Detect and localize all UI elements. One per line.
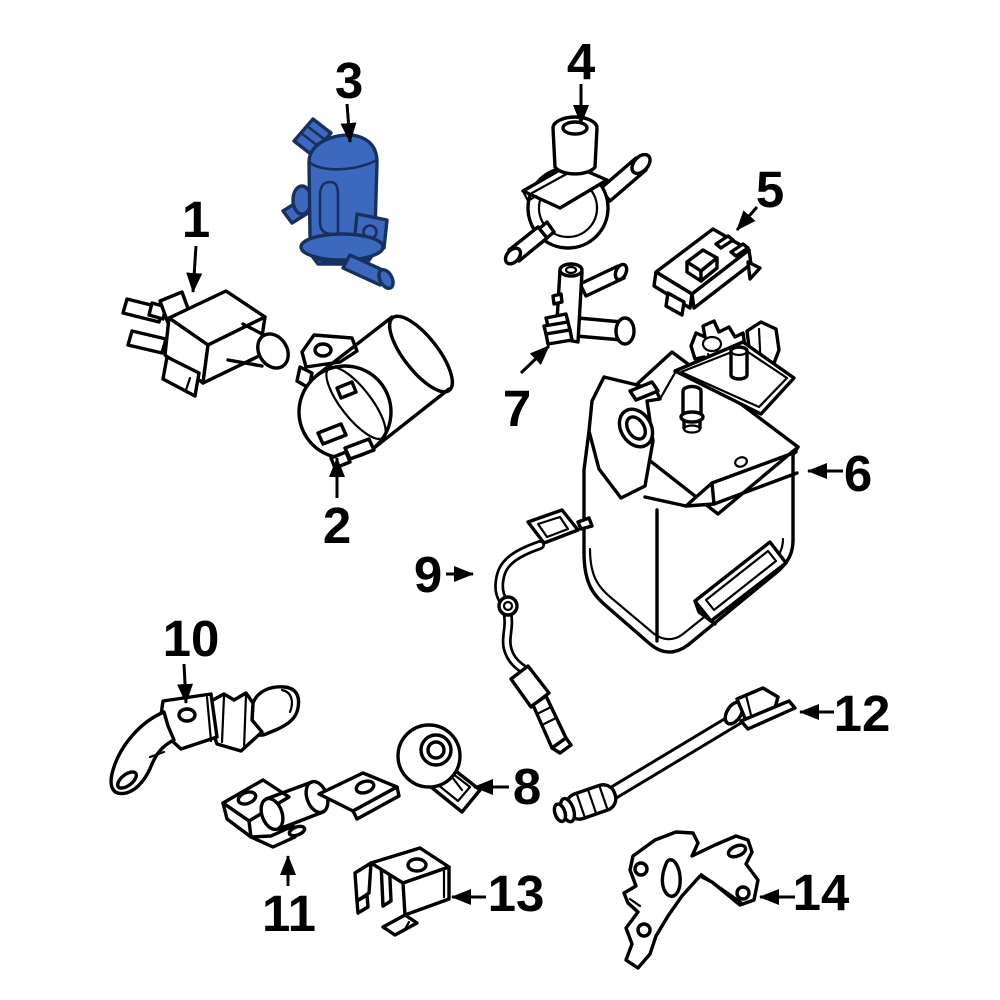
callout-2[interactable]: 2 [323, 457, 351, 554]
callout-8-label: 8 [513, 758, 541, 815]
callout-9-label: 9 [414, 546, 442, 603]
callout-11[interactable]: 11 [262, 855, 316, 942]
part-8-knock-sensor-drawing [396, 723, 482, 814]
callout-12[interactable]: 12 [799, 685, 891, 742]
part-4-check-valve-drawing [503, 115, 652, 266]
callout-1-arrow [186, 245, 203, 293]
callout-7[interactable]: 7 [503, 344, 551, 437]
part-6-vapor-canister-drawing [582, 319, 800, 654]
callout-10[interactable]: 10 [163, 610, 220, 704]
callout-12-label: 12 [834, 685, 891, 742]
part-14-bracket-plate-drawing [622, 830, 760, 970]
callout-14-label: 14 [793, 864, 850, 921]
part-12-oxygen-sensor-drawing [552, 686, 797, 824]
callout-13[interactable]: 13 [451, 865, 545, 922]
part-2-cylindrical-valve-drawing [295, 314, 455, 470]
callout-6-label: 6 [844, 445, 872, 502]
part-3-highlighted-pump-drawing [281, 117, 395, 290]
callout-5[interactable]: 5 [735, 161, 784, 231]
callout-5-arrow [735, 206, 759, 231]
callout-9[interactable]: 9 [414, 546, 474, 603]
part-11-bracket-drawing [221, 771, 401, 849]
callout-10-label: 10 [163, 610, 220, 667]
part-7-vent-tube-drawing [542, 262, 636, 346]
callout-14[interactable]: 14 [759, 864, 850, 921]
callout-4[interactable]: 4 [567, 33, 596, 125]
part-1-solenoid-valve-drawing [121, 289, 290, 398]
callout-3[interactable]: 3 [335, 52, 363, 143]
callout-4-label: 4 [567, 33, 596, 90]
callout-1-label: 1 [182, 191, 210, 248]
part-13-u-bracket-drawing [353, 846, 451, 937]
callout-2-label: 2 [323, 497, 351, 554]
callout-1[interactable]: 1 [182, 191, 210, 293]
callout-13-label: 13 [488, 865, 545, 922]
callout-10-arrow [177, 663, 194, 704]
callout-3-label: 3 [335, 52, 363, 109]
part-5-sensor-module-drawing [652, 227, 762, 317]
callout-8[interactable]: 8 [473, 758, 541, 815]
callout-7-label: 7 [503, 380, 531, 437]
callout-3-arrow [340, 103, 357, 143]
part-10-bracket-drawing [109, 685, 301, 796]
part-9-oxygen-sensor-drawing [494, 508, 594, 755]
callout-6[interactable]: 6 [807, 445, 872, 502]
callout-7-arrow [519, 344, 551, 375]
callout-5-label: 5 [756, 161, 784, 218]
callout-11-label: 11 [262, 885, 316, 942]
